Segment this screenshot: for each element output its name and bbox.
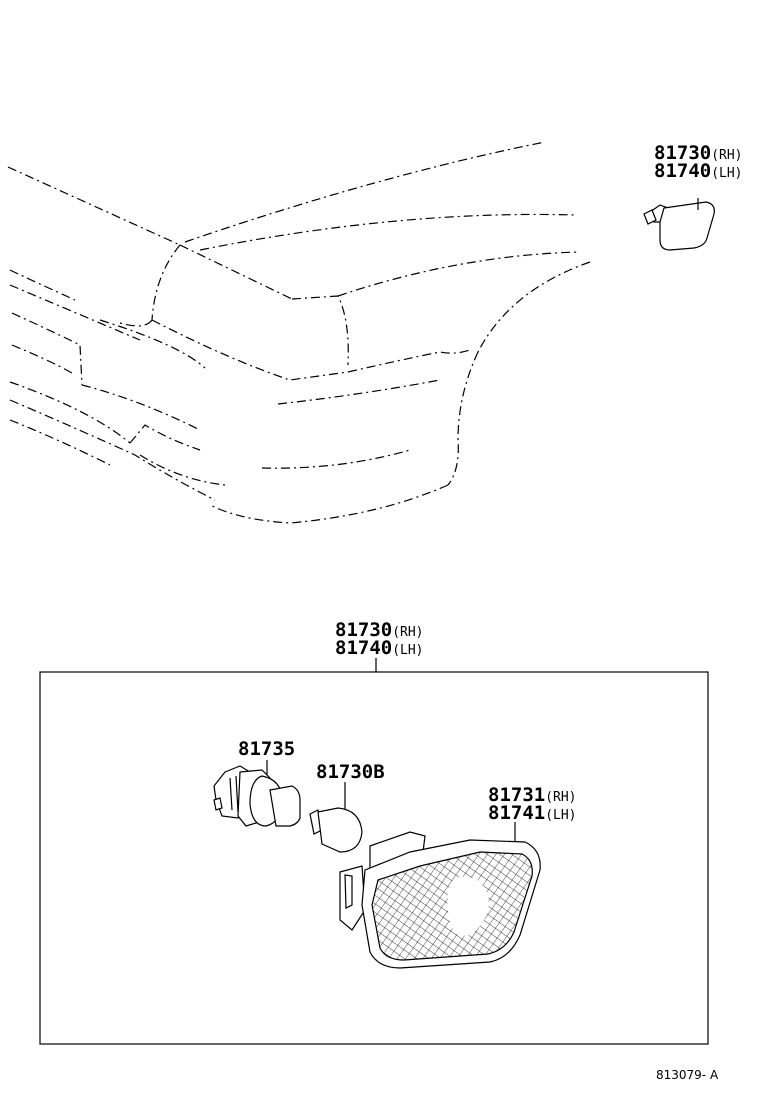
lens-lh-part-number: 81741 xyxy=(488,802,545,824)
callout-box-assembly: 81730(RH) 81740(LH) xyxy=(335,619,424,659)
side-marker-lamp-small xyxy=(643,198,715,251)
box-lh-part-number: 81740 xyxy=(335,637,392,659)
svg-text:81730(RH): 81730(RH) xyxy=(654,142,743,164)
svg-text:81731(RH): 81731(RH) xyxy=(488,784,577,806)
assembly-box xyxy=(39,671,709,1045)
svg-text:81730(RH): 81730(RH) xyxy=(335,619,424,641)
top-rh-part-number: 81730 xyxy=(654,142,711,164)
socket-part-number: 81735 xyxy=(238,738,295,760)
figure-code: 813079- A xyxy=(656,1068,719,1082)
svg-text:81741(LH): 81741(LH) xyxy=(488,802,577,824)
bulb-part-number: 81730B xyxy=(316,761,385,783)
car-body-outline xyxy=(7,141,591,524)
box-rh-side: (RH) xyxy=(392,625,423,640)
bulb-socket xyxy=(213,760,301,827)
lens-lh-side: (LH) xyxy=(545,808,576,823)
lens-rh-side: (RH) xyxy=(545,790,576,805)
box-rh-part-number: 81730 xyxy=(335,619,392,641)
top-lh-side: (LH) xyxy=(711,166,742,181)
wedge-bulb xyxy=(309,782,363,853)
callout-lens: 81731(RH) 81741(LH) xyxy=(488,784,577,824)
lens-housing xyxy=(339,822,541,969)
svg-text:81740(LH): 81740(LH) xyxy=(654,160,743,182)
top-rh-side: (RH) xyxy=(711,148,742,163)
box-lh-side: (LH) xyxy=(392,643,423,658)
callout-top-assembly: 81730(RH) 81740(LH) xyxy=(654,142,743,182)
lens-rh-part-number: 81731 xyxy=(488,784,545,806)
top-lh-part-number: 81740 xyxy=(654,160,711,182)
svg-text:81740(LH): 81740(LH) xyxy=(335,637,424,659)
